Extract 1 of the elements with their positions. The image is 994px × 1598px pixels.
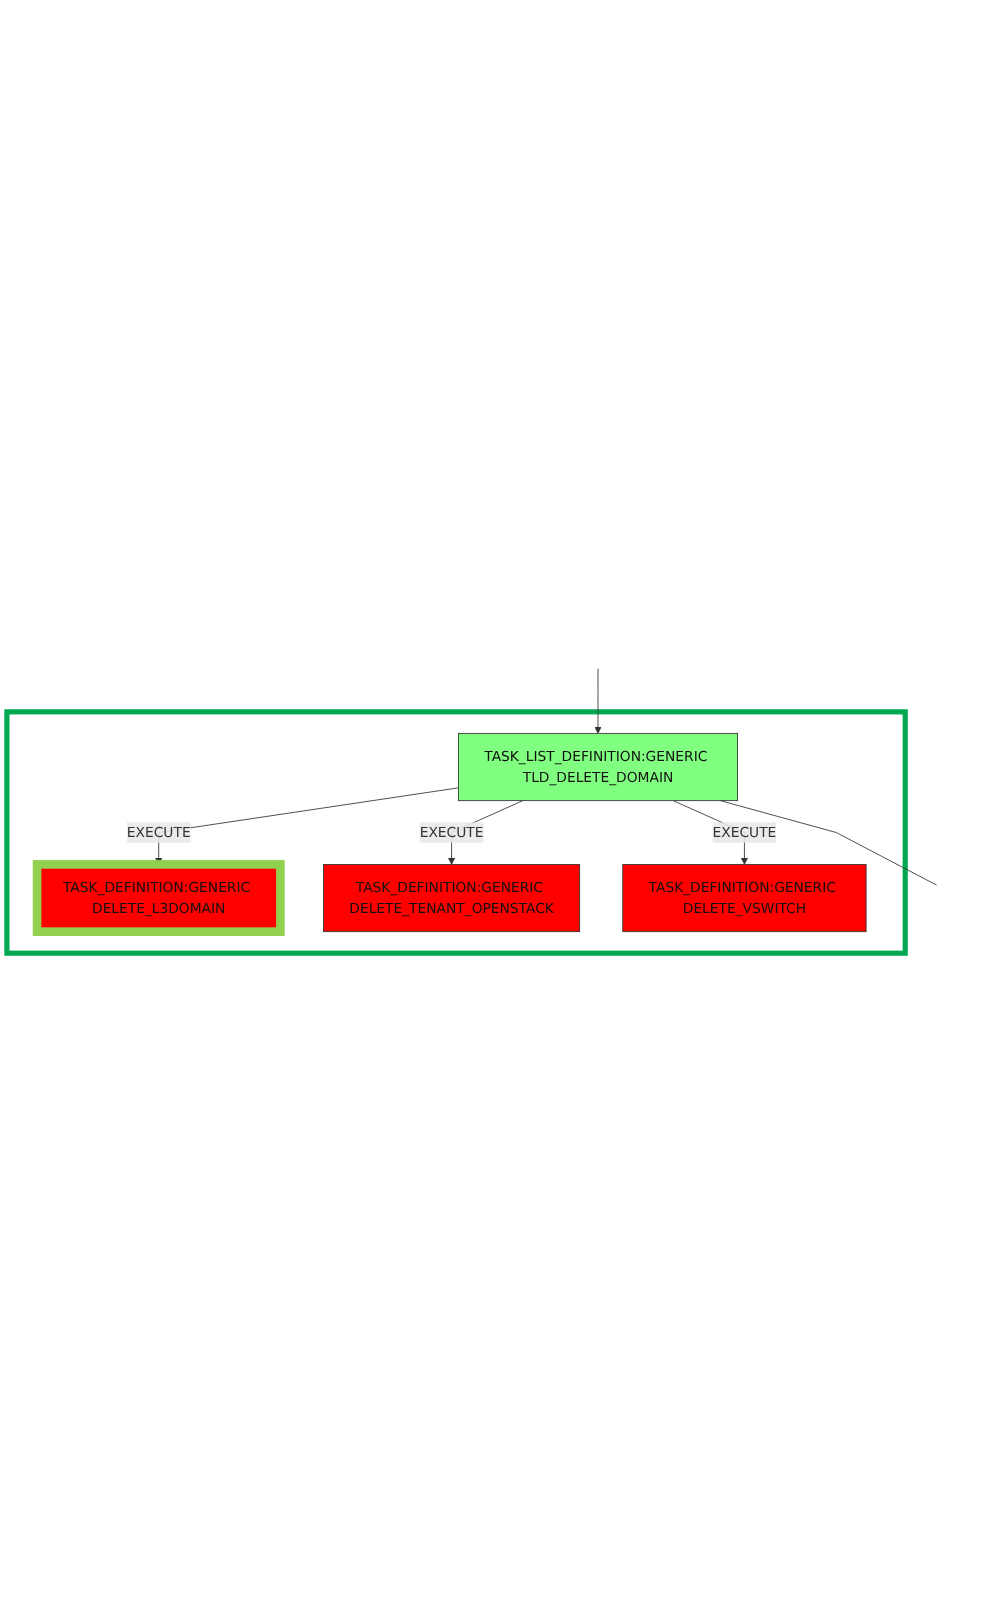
cluster [4,710,908,957]
